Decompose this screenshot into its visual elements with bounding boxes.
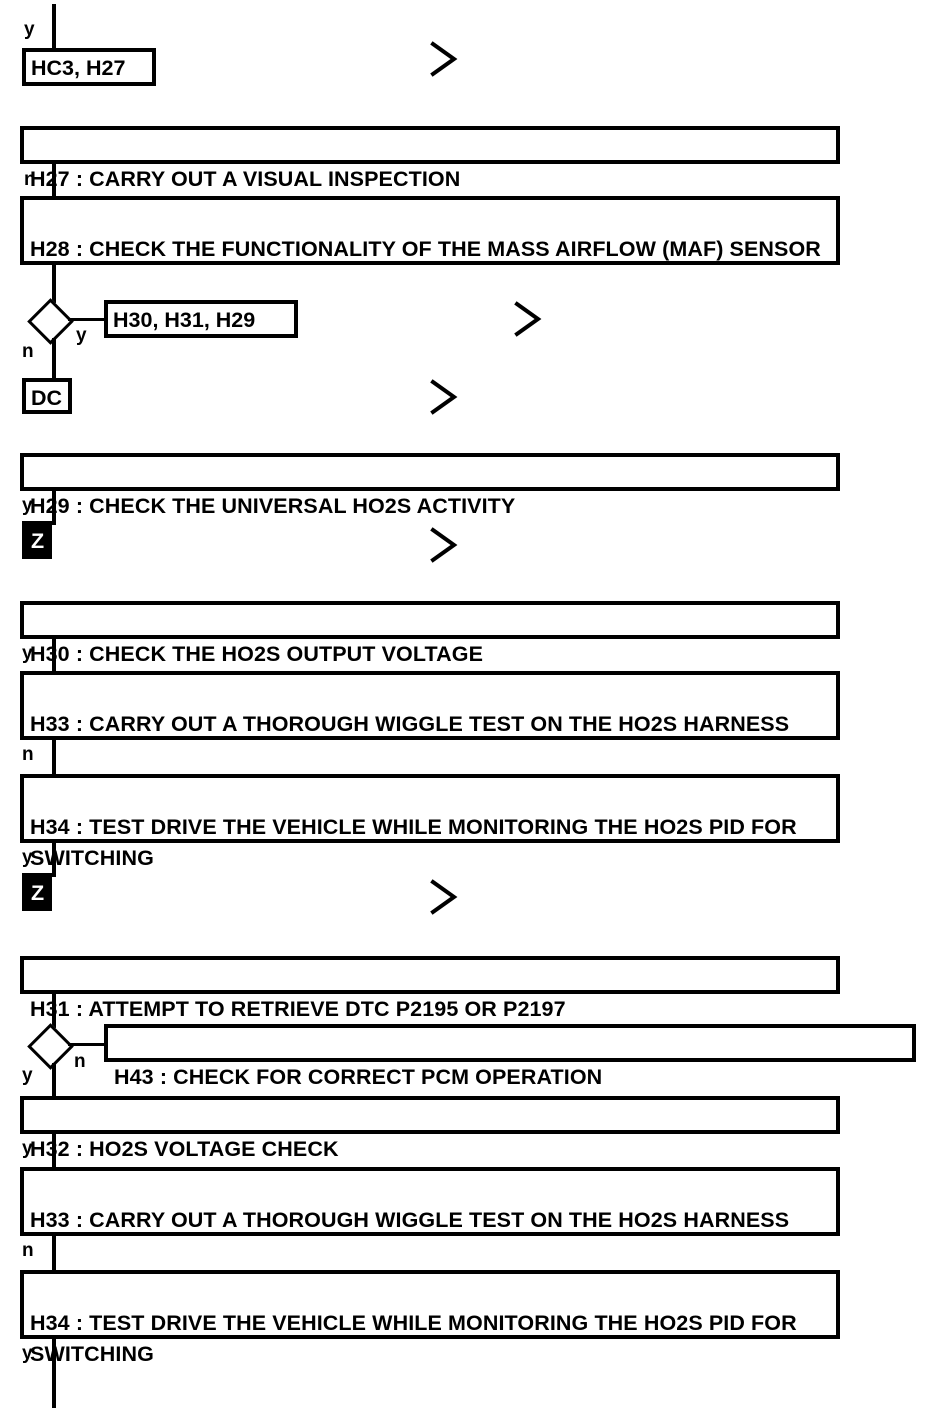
off-page-connector-icon-4[interactable] <box>424 524 466 566</box>
process-box-h31[interactable]: H31 : ATTEMPT TO RETRIEVE DTC P2195 OR P… <box>20 956 840 1021</box>
branch-label-h32-yes: y <box>22 1138 33 1159</box>
process-box-h32-label: H32 : HO2S VOLTAGE CHECK <box>30 1137 339 1161</box>
process-box-h33-second[interactable]: H33 : CARRY OUT A THOROUGH WIGGLE TEST O… <box>20 1167 840 1236</box>
branch-label-decision-h28-yes: y <box>76 325 87 346</box>
branch-label-decision-h31-yes: y <box>22 1065 33 1086</box>
reference-box-hc3-h27[interactable]: HC3, H27 <box>22 48 156 86</box>
connector-h34a-to-terminal-z <box>52 843 56 877</box>
process-box-h27-label: H27 : CARRY OUT A VISUAL INSPECTION <box>30 167 461 191</box>
off-page-connector-icon-2[interactable] <box>508 298 550 340</box>
reference-box-h30-h31-h29-label: H30, H31, H29 <box>113 308 256 332</box>
branch-label-h34-second-yes: y <box>22 1343 33 1364</box>
connector-h29-to-terminal-z <box>52 491 56 525</box>
branch-label-h27-no: n <box>24 169 36 190</box>
branch-label-h33-first-no: n <box>22 744 34 765</box>
decision-diamond-h31[interactable] <box>27 1023 74 1070</box>
off-page-connector-icon-5[interactable] <box>424 876 466 918</box>
process-box-h43-label: H43 : CHECK FOR CORRECT PCM OPERATION <box>114 1065 603 1089</box>
connector-h30-to-h33a <box>52 639 56 673</box>
connector-h33a-to-h34a <box>52 740 56 774</box>
branch-label-top-entry-yes: y <box>24 19 35 40</box>
branch-label-h30-yes: y <box>22 643 33 664</box>
connector-h27-to-h28 <box>52 164 56 198</box>
branch-label-decision-h31-no: n <box>74 1051 86 1072</box>
process-box-h34-first[interactable]: H34 : TEST DRIVE THE VEHICLE WHILE MONIT… <box>20 774 840 870</box>
connector-h33b-to-h34b <box>52 1236 56 1270</box>
process-box-h43[interactable]: H43 : CHECK FOR CORRECT PCM OPERATION <box>104 1024 916 1089</box>
process-box-h33-first-label: H33 : CARRY OUT A THOROUGH WIGGLE TEST O… <box>30 712 790 736</box>
process-box-h33-second-label: H33 : CARRY OUT A THOROUGH WIGGLE TEST O… <box>30 1208 790 1232</box>
process-box-h29-label: H29 : CHECK THE UNIVERSAL HO2S ACTIVITY <box>30 494 516 518</box>
process-box-h34-second[interactable]: H34 : TEST DRIVE THE VEHICLE WHILE MONIT… <box>20 1270 840 1366</box>
branch-label-h34-first-yes: y <box>22 847 33 868</box>
terminal-box-z-2[interactable]: Z <box>22 873 52 911</box>
terminal-box-dc-label: DC <box>31 386 63 410</box>
connector-decision-h31-yes <box>52 1063 56 1096</box>
branch-label-decision-h28-no: n <box>22 341 34 362</box>
process-box-h28[interactable]: H28 : CHECK THE FUNCTIONALITY OF THE MAS… <box>20 196 840 265</box>
process-box-h27[interactable]: H27 : CARRY OUT A VISUAL INSPECTION <box>20 126 840 191</box>
off-page-connector-icon-1[interactable] <box>424 38 466 80</box>
process-box-h29[interactable]: H29 : CHECK THE UNIVERSAL HO2S ACTIVITY <box>20 453 840 518</box>
connector-decision-h28-no <box>52 338 56 378</box>
terminal-box-dc[interactable]: DC <box>22 378 72 414</box>
process-box-h30[interactable]: H30 : CHECK THE HO2S OUTPUT VOLTAGE <box>20 601 840 666</box>
terminal-box-z-1-label: Z <box>31 529 45 553</box>
process-box-h34-second-label: H34 : TEST DRIVE THE VEHICLE WHILE MONIT… <box>30 1311 797 1366</box>
connector-decision-h28-yes <box>68 318 108 321</box>
connector-h28-to-decision <box>52 265 56 303</box>
terminal-box-z-1[interactable]: Z <box>22 521 52 559</box>
branch-label-h29-yes: y <box>22 495 33 516</box>
reference-box-h30-h31-h29[interactable]: H30, H31, H29 <box>104 300 298 338</box>
connector-bottom-exit <box>52 1339 56 1408</box>
process-box-h33-first[interactable]: H33 : CARRY OUT A THOROUGH WIGGLE TEST O… <box>20 671 840 740</box>
branch-label-h33-second-no: n <box>22 1240 34 1261</box>
connector-h32-to-h33b <box>52 1134 56 1168</box>
connector-top-entry <box>52 4 56 52</box>
process-box-h34-first-label: H34 : TEST DRIVE THE VEHICLE WHILE MONIT… <box>30 815 797 870</box>
process-box-h28-label: H28 : CHECK THE FUNCTIONALITY OF THE MAS… <box>30 237 821 261</box>
reference-box-hc3-h27-label: HC3, H27 <box>31 56 126 80</box>
terminal-box-z-2-label: Z <box>31 881 45 905</box>
process-box-h31-label: H31 : ATTEMPT TO RETRIEVE DTC P2195 OR P… <box>30 997 566 1021</box>
connector-decision-h31-no <box>68 1043 110 1046</box>
off-page-connector-icon-3[interactable] <box>424 376 466 418</box>
decision-diamond-h28[interactable] <box>27 298 74 345</box>
process-box-h30-label: H30 : CHECK THE HO2S OUTPUT VOLTAGE <box>30 642 484 666</box>
connector-h31-to-decision <box>52 994 56 1028</box>
process-box-h32[interactable]: H32 : HO2S VOLTAGE CHECK <box>20 1096 840 1161</box>
